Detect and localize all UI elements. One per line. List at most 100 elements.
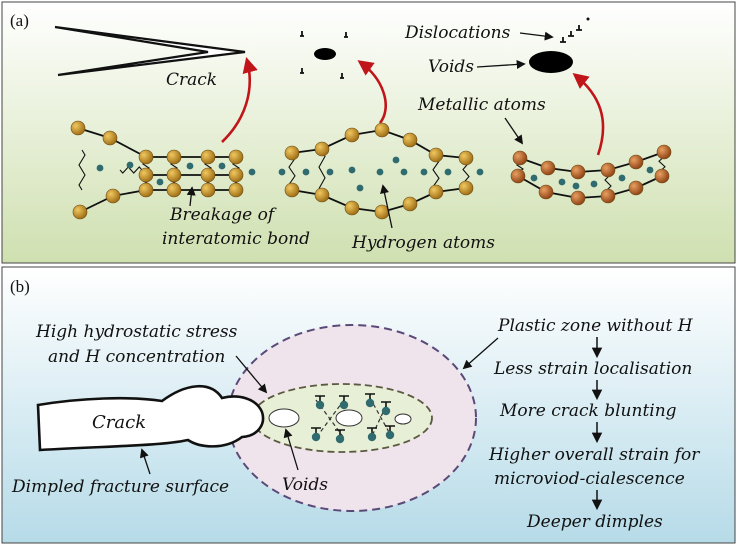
hydrogen-atom [278,168,286,176]
hydrogen-atom [311,432,321,442]
metal-atom [540,160,556,176]
flow-step-3: More crack blunting [499,401,677,421]
breakage-label-line1: Breakage of [169,205,277,225]
hydrogen-atom [367,432,377,442]
crack-label-b: Crack [92,412,146,433]
hydrogen-atom [315,400,325,410]
void-b-3 [394,413,412,425]
dislocation-symbols-middle [300,31,348,79]
crack-wedge [54,25,246,77]
hydrogen-atom [558,178,566,186]
lattice-right [510,144,672,206]
metal-atom [374,122,390,138]
hydrogen-atom [392,156,400,164]
metal-atom [344,127,360,143]
void-b-1 [268,408,300,428]
metal-atom [344,200,360,216]
breakage-pointer [186,186,196,207]
metal-atom [70,120,86,136]
metal-atom [284,145,300,161]
metal-atom [200,182,216,198]
crack-label-a: Crack [166,70,217,90]
metal-atom [138,167,154,183]
metal-atom [200,149,216,165]
hydrogen-atom [326,168,334,176]
metal-atom [228,167,244,183]
red-arrow-right [572,73,605,156]
lattice-middle [278,122,484,220]
metal-atom [628,180,644,196]
flow-step-2: Less strain localisation [493,359,692,379]
hydrogen-atoms-label: Hydrogen atoms [351,233,495,253]
red-arrow-left [221,56,258,143]
red-arrow-middle [357,60,388,124]
panel-a: (a) Crack Dislocations Voids Metallic at… [1,1,736,264]
metallic-atoms-pointer [504,117,524,145]
plastic-zone-pointer [462,337,499,370]
hydrogen-atom [381,406,391,416]
bond-spring [119,166,143,174]
hydrogen-atom [572,182,580,190]
crack-shape-b [36,384,265,452]
hydrogen-atom [186,162,194,170]
metal-atom [656,144,672,160]
metal-atom [284,182,300,198]
breakage-label-line2: interatomic bond [162,229,310,249]
lattice-left [70,120,256,220]
hydrogen-atom [444,168,452,176]
hydrogen-pointer [380,184,393,229]
dislocations-pointer [519,31,554,41]
hydrogen-atom [96,164,104,172]
metal-atom [458,150,474,166]
stress-pointer [235,355,268,394]
metal-atom [228,182,244,198]
metal-atom [654,168,670,184]
metal-atom [538,184,554,200]
panel-b-label: (b) [10,277,30,296]
metal-atom [314,141,330,157]
metal-atom [138,182,154,198]
hydrogen-atom [400,168,408,176]
flow-step-4a: Higher overall strain for [488,445,700,465]
hydrogen-atom [420,168,428,176]
metal-atom [200,167,216,183]
metal-atom [600,188,616,204]
hydrogen-markers [311,393,395,444]
hydrogen-atom [335,434,345,444]
flow-step-1: Plastic zone without H [497,316,694,336]
hydrogen-atom [218,162,226,170]
large-void [529,51,573,73]
hydrogen-atom [348,166,356,174]
metal-atom [428,184,444,200]
metal-atom [314,187,330,203]
metal-atom [628,154,644,170]
hydrogen-atom [376,168,384,176]
dislocation-dot [586,17,590,21]
hydrogen-atom [590,180,598,188]
metal-atom [166,167,182,183]
small-void [314,48,336,60]
dimpled-pointer [139,448,151,475]
metal-atom [512,150,528,166]
metallic-atoms-label: Metallic atoms [417,95,546,115]
metal-atom [402,132,418,148]
dislocation-symbols-right [560,25,582,43]
metal-atom [402,196,418,212]
metal-atom [102,130,118,146]
hydrogen-atom [248,168,256,176]
dislocations-label: Dislocations [404,23,511,43]
metal-atom [138,149,154,165]
metal-atom [570,190,586,206]
hydrogen-atom [530,174,538,182]
voids-pointer-b [283,428,299,471]
metal-atom [166,182,182,198]
bond-spring [78,149,86,191]
metal-atom [600,162,616,178]
hydrogen-atom [476,168,484,176]
voids-pointer-a [476,59,526,70]
hydrogen-atom [126,161,134,169]
hydrogen-atom [156,178,164,186]
metal-atom [458,180,474,196]
panel-a-label: (a) [10,11,29,30]
